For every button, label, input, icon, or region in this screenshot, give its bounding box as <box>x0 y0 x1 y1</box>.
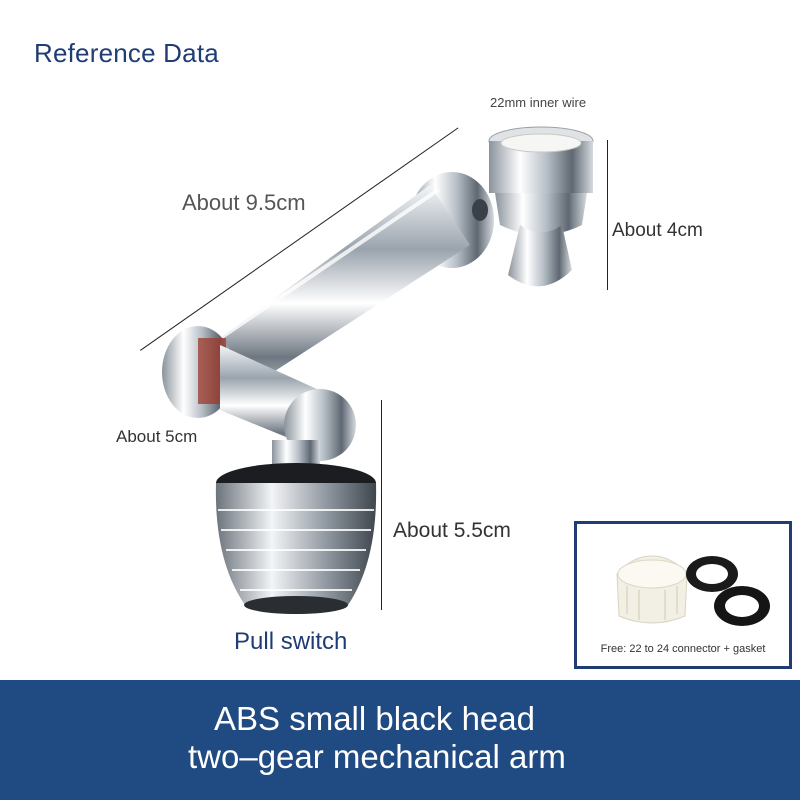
accessories-inset: Free: 22 to 24 connector + gasket <box>574 521 792 669</box>
banner-line-1: ABS small black head <box>214 700 535 737</box>
inset-caption: Free: 22 to 24 connector + gasket <box>600 643 766 655</box>
banner-line-2: two–gear mechanical arm <box>188 738 566 775</box>
joint-width-label: About 5cm <box>116 427 198 446</box>
page-title: Reference Data <box>34 38 219 68</box>
arm-long <box>190 185 470 400</box>
inner-wire-label: 22mm inner wire <box>490 95 587 110</box>
connector-top <box>488 126 594 287</box>
spray-head <box>215 463 377 614</box>
accessories-image <box>616 555 770 626</box>
arm-length-label: About 9.5cm <box>182 190 306 215</box>
gasket-ring-front <box>714 586 770 626</box>
dimension-line-connector <box>607 140 608 290</box>
faucet-product-image <box>162 126 594 614</box>
joint-lower <box>162 326 356 461</box>
connector-height-label: About 4cm <box>612 220 703 241</box>
head-height-label: About 5.5cm <box>393 519 511 542</box>
bottom-banner <box>0 680 800 800</box>
connector-part <box>616 555 688 624</box>
pull-switch-label: Pull switch <box>234 628 348 655</box>
gasket-ring-back <box>686 556 738 592</box>
dimension-line-head <box>381 400 382 610</box>
